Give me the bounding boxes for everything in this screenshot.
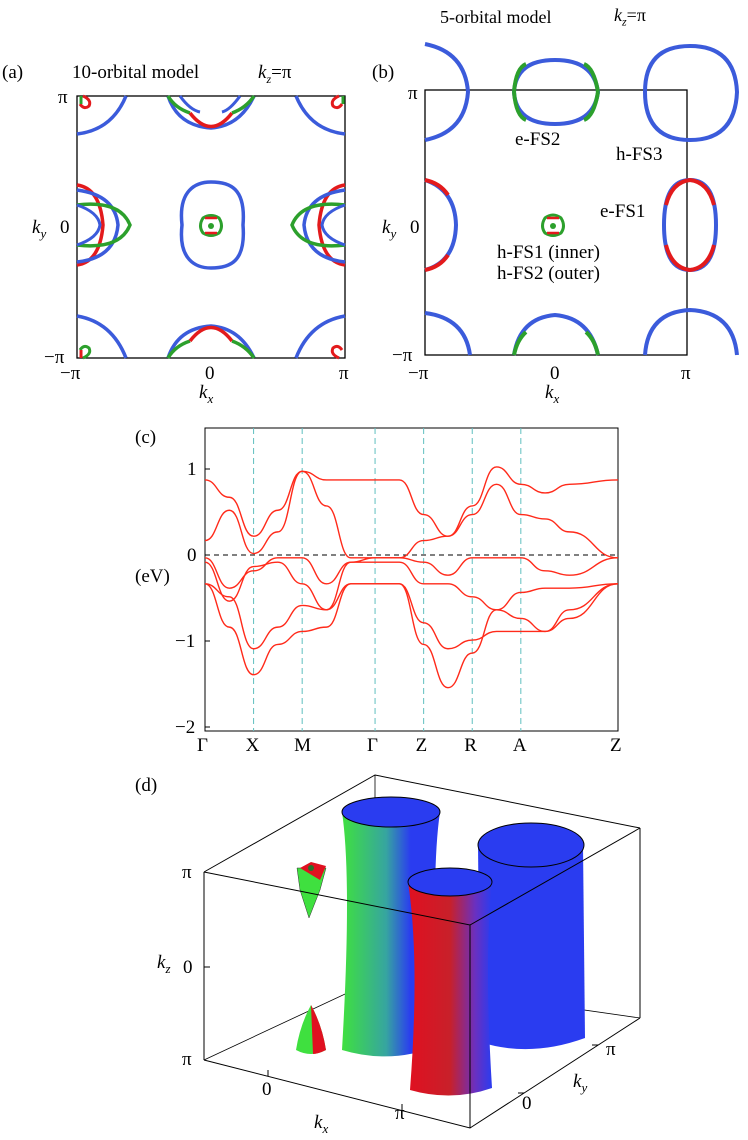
panel-c-xtick: R [464,735,477,756]
band-line-6 [204,583,619,689]
panel-c-xtick: Γ [197,735,208,756]
panel-b-annotation-efs1: e-FS1 [600,201,646,222]
band-line-4 [204,561,619,633]
panel-a-ytick-top: π [58,87,68,108]
panel-b-annotation-hfs1: h-FS1 (inner) [497,242,600,263]
panel-b-ytick-top: π [408,83,418,104]
panel-a-title: 10-orbital model [72,62,200,83]
panel-d-kx-tick-pi: π [395,1103,405,1124]
panel-b-topleft [424,42,471,142]
panel-b-ylabel: ky [382,217,397,241]
band-line-2 [204,470,619,559]
band-line-1 [204,466,619,537]
panel-d-kx-tick-0: 0 [262,1079,272,1100]
panel-c-ytick-1: 1 [187,459,197,480]
panel-d-kz-tick-top: π [182,862,192,883]
panel-a-ytick-mid: 0 [60,217,70,238]
panel-b-xtick-right: π [681,363,691,384]
panel-c-xtick: X [245,735,260,756]
panel-b-hfs3 [642,43,740,143]
panel-d-kz-tick-mid: 0 [183,957,193,978]
panel-a-bottom-center [166,324,256,360]
panel-b-label: (b) [372,62,395,83]
panel-b-efs2 [511,57,601,127]
panel-b-title: 5-orbital model [440,7,552,27]
panel-a-xlabel: kx [199,382,214,406]
panel-d-kz-tick-bot: π [182,1049,192,1070]
panel-a-side-pockets [76,183,346,267]
panel-d-kx-label: kx [314,1112,329,1136]
panel-a-kz: kz=π [258,62,292,86]
panel-b-kz: kz=π [614,5,646,29]
panel-d-ky-label: ky [573,1071,588,1095]
panel-a-ylabel: ky [32,217,47,241]
panel-b-xtick-left: −π [408,363,429,384]
panel-b-xlabel: kx [545,382,560,406]
panel-d-ky-tick-0: 0 [522,1093,532,1114]
panel-a-xtick-left: −π [60,363,81,384]
panel-c-xtick: Z [610,735,622,756]
panel-a-plot [76,94,346,360]
panel-c-label: (c) [135,427,157,448]
panel-b-ytick-mid: 0 [410,217,420,238]
panel-a-center-pocket [179,180,246,270]
panel-c-xtick: M [294,735,312,756]
panel-c-ytick-0: 0 [187,545,197,566]
panel-c-plot [204,427,619,732]
panel-d-plot [203,774,641,1129]
panel-b-ytick-bot: −π [392,345,413,366]
panel-c-ylabel: (eV) [135,566,170,587]
panel-a-top-center [166,94,256,130]
panel-c-xtick: Γ [367,735,379,756]
panel-a-xtick-right: π [339,363,349,384]
panel-d-kz-label: kz [157,952,171,976]
panel-a-corners [76,94,346,360]
panel-a-label: (a) [2,62,24,83]
panel-b-annotation-hfs3: h-FS3 [616,144,663,165]
panel-b-plot [424,42,740,356]
panel-b-annotation-efs2: e-FS2 [515,129,561,150]
panel-a-xtick-mid: 0 [205,363,215,384]
panel-c-ytick-m2: −2 [175,717,196,738]
panel-c-ytick-m1: −1 [175,631,196,652]
panel-a-ytick-bot: −π [44,347,65,368]
panel-d-label: (d) [135,775,158,796]
panel-c-xtick: Z [415,735,428,756]
panel-b-xtick-mid: 0 [550,363,560,384]
band-line-3 [204,557,619,589]
panel-b-annotation-hfs2: h-FS2 (outer) [497,263,600,284]
panel-d-ky-tick-pi: π [606,1039,616,1060]
panel-c-xtick: A [512,735,527,756]
